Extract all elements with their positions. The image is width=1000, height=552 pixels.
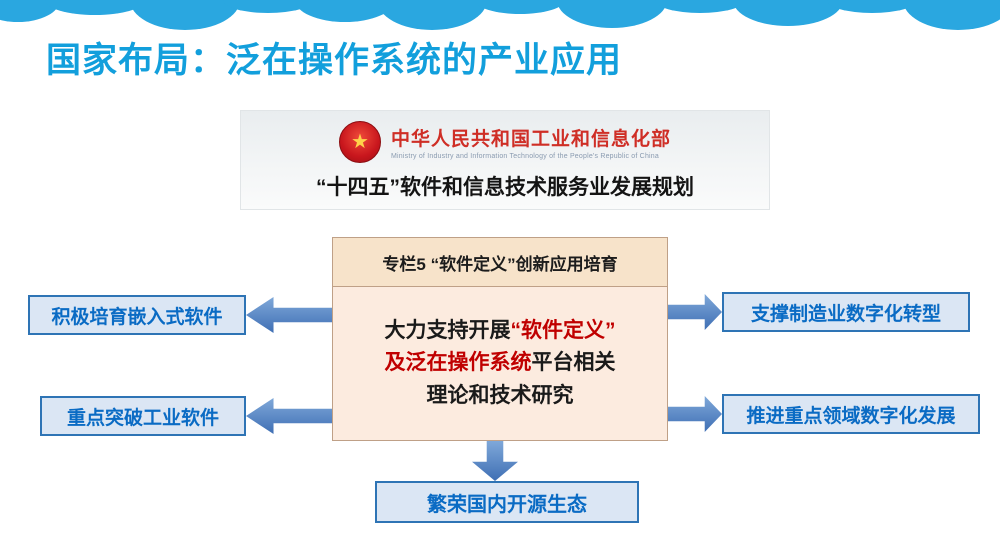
- cloud-banner-decoration: [0, 0, 1000, 30]
- policy-text-segment-emphasis: 及泛在操作系统: [384, 351, 532, 375]
- policy-text-segment: 理论和技术研究: [426, 383, 574, 407]
- policy-box-header: 专栏5 “软件定义”创新应用培育: [333, 238, 667, 287]
- right-box-key-fields-digital: 推进重点领域数字化发展: [722, 394, 980, 434]
- center-policy-box: 专栏5 “软件定义”创新应用培育 大力支持开展“软件定义” 及泛在操作系统平台相…: [332, 237, 668, 441]
- policy-body-line-2: 及泛在操作系统平台相关: [333, 347, 667, 380]
- policy-text-segment-emphasis: “软件定义”: [510, 318, 616, 342]
- left-box-industrial-software: 重点突破工业软件: [40, 396, 246, 436]
- arrow-left-bottom-icon: [246, 398, 332, 434]
- bottom-box-open-source: 繁荣国内开源生态: [375, 481, 639, 523]
- ministry-header: ★ 中华人民共和国工业和信息化部 Ministry of Industry an…: [338, 121, 671, 163]
- ministry-name: 中华人民共和国工业和信息化部: [390, 129, 671, 150]
- emblem-star-glyph: ★: [351, 131, 369, 153]
- ministry-panel: ★ 中华人民共和国工业和信息化部 Ministry of Industry an…: [240, 110, 770, 210]
- right-box-manufacturing-digital: 支撑制造业数字化转型: [722, 292, 970, 332]
- policy-body-line-3: 理论和技术研究: [333, 380, 667, 413]
- page-title: 国家布局：泛在操作系统的产业应用: [46, 41, 623, 80]
- arrow-right-bottom-icon: [668, 396, 722, 432]
- arrow-down-icon: [472, 441, 518, 481]
- arrow-left-top-icon: [246, 297, 332, 333]
- ministry-title-block: 中华人民共和国工业和信息化部 Ministry of Industry and …: [391, 124, 671, 160]
- policy-text-segment: 大力支持开展: [384, 318, 511, 342]
- policy-body-line-1: 大力支持开展“软件定义”: [333, 315, 667, 348]
- plan-title: “十四五”软件和信息技术服务业发展规划: [316, 176, 694, 199]
- left-box-embedded-software: 积极培育嵌入式软件: [28, 295, 246, 335]
- policy-text-segment: 平台相关: [531, 351, 616, 375]
- ministry-name-english: Ministry of Industry and Information Tec…: [390, 153, 659, 160]
- china-national-emblem-icon: ★: [338, 121, 381, 163]
- arrow-right-top-icon: [668, 294, 722, 330]
- policy-box-body: 大力支持开展“软件定义” 及泛在操作系统平台相关 理论和技术研究: [333, 287, 667, 440]
